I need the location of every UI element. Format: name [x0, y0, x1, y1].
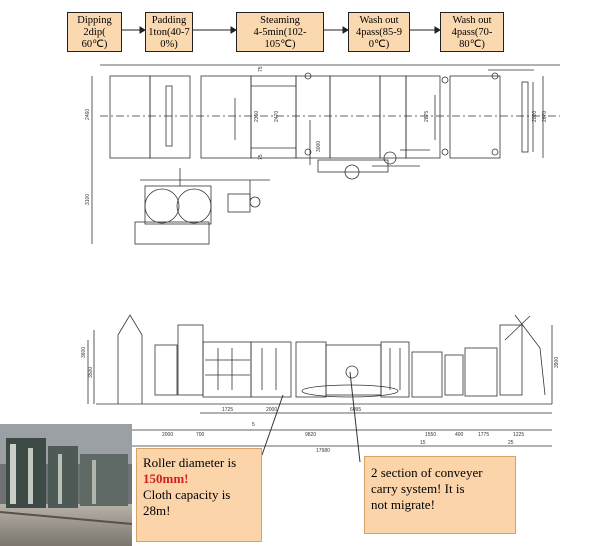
conveyor-note-line2: carry system! It is [371, 481, 465, 496]
dim-1725: 1725 [222, 407, 233, 413]
dim-base-700: 700 [196, 432, 205, 438]
dim-wash-a: 2875 [424, 111, 430, 122]
dim-mark-75a: 75 [258, 66, 264, 72]
note-pointers [261, 371, 361, 463]
dim-mark-75b: 75 [258, 154, 264, 160]
dim-1775: 1775 [478, 432, 489, 438]
dim-right-b: 2670 [542, 111, 548, 122]
dim-6095: 6095 [350, 407, 361, 413]
dim-left-height: 2460 [85, 109, 91, 120]
dim-400: 400 [455, 432, 464, 438]
dim-total: 17980 [316, 448, 330, 454]
dim-steam-a: 2350 [254, 111, 260, 122]
roller-note-line3: 28m! [143, 503, 171, 518]
dim-base-25: 25 [508, 440, 514, 446]
elevation-view [87, 314, 553, 447]
elevation-dimension-labels: 3600 3500 3900 1725 2000 5 6095 1550 400… [81, 347, 560, 454]
roller-note-line1: Roller diameter is [143, 455, 237, 470]
dim-base-2000: 2000 [162, 432, 173, 438]
dim-1550: 1550 [425, 432, 436, 438]
process-step-steaming: Steaming 4-5min(102- 105℃) [236, 12, 324, 52]
machine-photo [0, 424, 132, 546]
conveyor-note-line1: 2 section of conveyer [371, 465, 483, 480]
conveyor-note-line3: not migrate! [371, 497, 435, 512]
process-step-washout-2: Wash out 4pass(70- 80℃) [440, 12, 504, 52]
process-step-dipping: Dipping 2dip( 60℃) [67, 12, 122, 52]
roller-note: Roller diameter is 150mm! Cloth capacity… [136, 448, 262, 542]
plan-view [91, 64, 560, 245]
dim-steam-b: 2470 [274, 111, 280, 122]
plan-dimension-labels: 2460 3100 2350 2470 3000 2875 2020 2670 … [85, 66, 548, 205]
process-step-washout-1: Wash out 4pass(85-9 0℃) [348, 12, 410, 52]
factory-photo-illustration [0, 424, 132, 546]
dim-base-9820: 9820 [305, 432, 316, 438]
dim-h-right: 3900 [554, 357, 560, 368]
dim-steam-c: 3000 [316, 141, 322, 152]
dim-2000a: 2000 [266, 407, 277, 413]
dim-1225: 1225 [513, 432, 524, 438]
roller-note-line2: Cloth capacity is [143, 487, 231, 502]
conveyor-note: 2 section of conveyer carry system! It i… [364, 456, 516, 534]
dim-h-left2: 3500 [88, 367, 94, 378]
roller-note-highlight: 150mm! [143, 471, 189, 486]
dim-h-left: 3600 [81, 347, 87, 358]
dim-5: 5 [252, 422, 255, 428]
dim-base-15: 15 [420, 440, 426, 446]
process-step-padding: Padding 1ton(40-7 0%) [145, 12, 193, 52]
dim-right-a: 2020 [532, 111, 538, 122]
step-arrows [122, 26, 441, 34]
dim-below-height: 3100 [85, 194, 91, 205]
